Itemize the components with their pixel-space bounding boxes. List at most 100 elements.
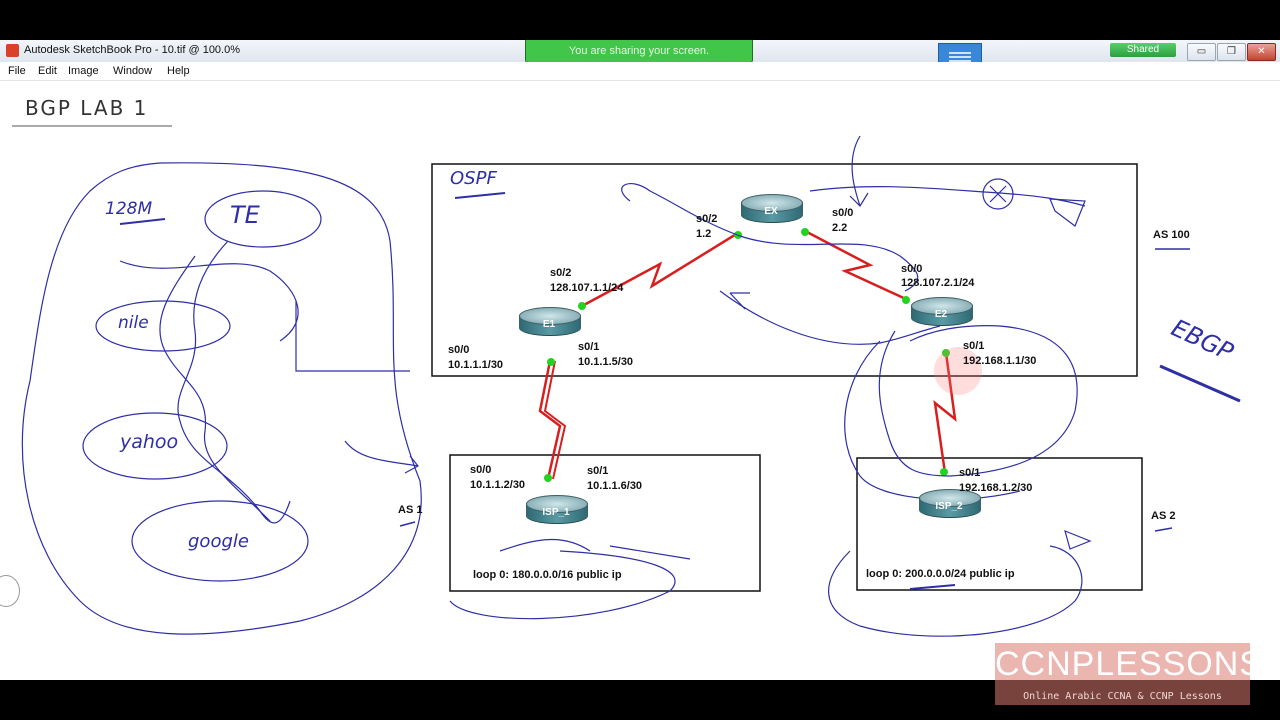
watermark-subtitle: Online Arabic CCNA & CCNP Lessons [1023, 691, 1222, 702]
ex-s02-ip: 1.2 [696, 228, 712, 240]
lab-title: BGP LAB 1 [25, 96, 149, 120]
menu-file[interactable]: File [8, 65, 26, 77]
as2-box [856, 457, 1143, 591]
as100-label: AS 100 [1153, 229, 1190, 241]
sketch-layer [12, 125, 1241, 637]
laser-pointer-glow [934, 347, 982, 395]
router-isp1[interactable]: ISP_1 [526, 495, 588, 531]
dot-e1-s00 [547, 358, 555, 366]
link-e2-isp2 [933, 352, 957, 474]
menu-window[interactable]: Window [113, 65, 153, 77]
router-isp2[interactable]: ISP_2 [919, 489, 981, 525]
ink-rect-stroke [295, 301, 410, 372]
ink-x-circle [982, 178, 1014, 210]
router-e2-name: E2 [934, 309, 948, 320]
e1-s02-ip: 128.107.1.1/24 [550, 282, 624, 294]
e2-s00-label: s0/0 [901, 263, 923, 275]
e2-s01-ip: 192.168.1.1/30 [963, 355, 1037, 367]
ink-te-circle [204, 190, 322, 248]
as2-label: AS 2 [1151, 510, 1176, 522]
as1-box [449, 454, 761, 592]
link-e1-ex [581, 231, 739, 308]
shared-badge[interactable]: Shared [1110, 43, 1176, 57]
dot-e2-s00 [902, 296, 910, 304]
router-isp1-name: ISP_1 [542, 507, 570, 518]
isp2-s01-label: s0/1 [959, 467, 981, 479]
note-te: TE [230, 201, 260, 229]
menu-edit[interactable]: Edit [38, 65, 57, 77]
ink-as1-underline [399, 521, 416, 527]
dot-isp2-s01 [940, 468, 948, 476]
e2-s01-label: s0/1 [963, 340, 985, 352]
isp1-s00-label: s0/0 [470, 464, 492, 476]
router-ex-name: EX [764, 206, 778, 217]
router-ex[interactable]: EX [741, 194, 803, 230]
menu-help[interactable]: Help [167, 65, 190, 77]
note-google: google [188, 531, 249, 552]
ink-arrowhead-mid [729, 292, 750, 310]
note-yahoo: yahoo [120, 431, 179, 453]
isp1-s00-ip: 10.1.1.2/30 [470, 479, 526, 491]
ink-loop-top [621, 182, 919, 292]
watermark-title: CCNPLESSONS [995, 645, 1263, 683]
ink-ospf-underline [454, 192, 506, 199]
ink-nile-circle [95, 300, 231, 352]
ink-arrowhead-right [404, 455, 419, 474]
ink-128m-underline [119, 218, 166, 225]
ink-google-circle [131, 500, 309, 582]
e1-s01-label: s0/1 [578, 341, 600, 353]
window-title: Autodesk SketchBook Pro - 10.tif @ 100.0… [24, 44, 241, 56]
dot-ex-s00 [801, 228, 809, 236]
e1-s02-label: s0/2 [550, 267, 572, 279]
ink-ebgp-underline [1159, 364, 1241, 403]
e1-s00-label: s0/0 [448, 344, 470, 356]
ink-path-down-1 [177, 240, 291, 524]
router-e1-name: E1 [542, 319, 556, 330]
ink-arrow-right [344, 440, 419, 467]
link-ex-e2 [804, 229, 909, 302]
ink-yahoo-circle [82, 412, 228, 480]
ink-isp1-bottom-loop [449, 550, 676, 620]
router-e2[interactable]: E2 [911, 297, 973, 333]
maximize-button[interactable]: ❐ [1217, 43, 1246, 61]
dot-e1-s02 [578, 302, 586, 310]
ccnplessons-watermark: CCNPLESSONS Online Arabic CCNA & CCNP Le… [995, 643, 1263, 705]
minimize-button[interactable]: ▭ [1187, 43, 1216, 61]
isp2-loopback-label: loop 0: 200.0.0.0/24 public ip [866, 568, 1015, 580]
isp2-s01-ip: 192.168.1.2/30 [959, 482, 1033, 494]
ex-s02-label: s0/2 [696, 213, 718, 225]
ink-x [989, 185, 1007, 203]
ink-isp2-bottom-loop [828, 545, 1083, 637]
ink-loop-a [119, 260, 299, 342]
ex-s00-ip: 2.2 [832, 222, 848, 234]
ink-loop2-underline [909, 584, 956, 590]
drawing-canvas[interactable]: BGP LAB 1 128M TE nile yahoo google OSPF… [0, 81, 1280, 680]
close-button[interactable]: ✕ [1247, 43, 1276, 61]
ink-loop-e2-isp2 [878, 325, 1078, 477]
ink-strokes [21, 135, 1241, 637]
ink-curve-mid [719, 290, 941, 345]
ink-path-down-2 [159, 255, 271, 522]
e1-s00-ip: 10.1.1.1/30 [448, 359, 504, 371]
ink-triangle-isp2 [1064, 529, 1092, 550]
ink-isp1-lines [499, 538, 691, 560]
dot-e2-s01 [942, 349, 950, 357]
link-e1-isp1-a [538, 360, 562, 480]
ink-left-cloud [21, 162, 422, 635]
e1-s01-ip: 10.1.1.5/30 [578, 356, 634, 368]
ex-s00-label: s0/0 [832, 207, 854, 219]
router-e1[interactable]: E1 [519, 307, 581, 343]
isp1-s01-ip: 10.1.1.6/30 [587, 480, 643, 492]
ink-as2-underline [1154, 527, 1173, 532]
router-isp2-name: ISP_2 [935, 501, 963, 512]
note-nile: nile [118, 313, 149, 333]
ink-line-top-right [809, 186, 1086, 207]
menu-bar: File Edit Image Window Help [0, 62, 1280, 81]
ink-arrow-top [849, 135, 869, 207]
screen-share-banner[interactable]: You are sharing your screen. [525, 40, 753, 63]
note-128m: 128M [105, 199, 153, 219]
menu-image[interactable]: Image [68, 65, 99, 77]
isp1-s01-label: s0/1 [587, 465, 609, 477]
note-ospf: OSPF [450, 168, 497, 189]
isp1-loopback-label: loop 0: 180.0.0.0/16 public ip [473, 569, 622, 581]
